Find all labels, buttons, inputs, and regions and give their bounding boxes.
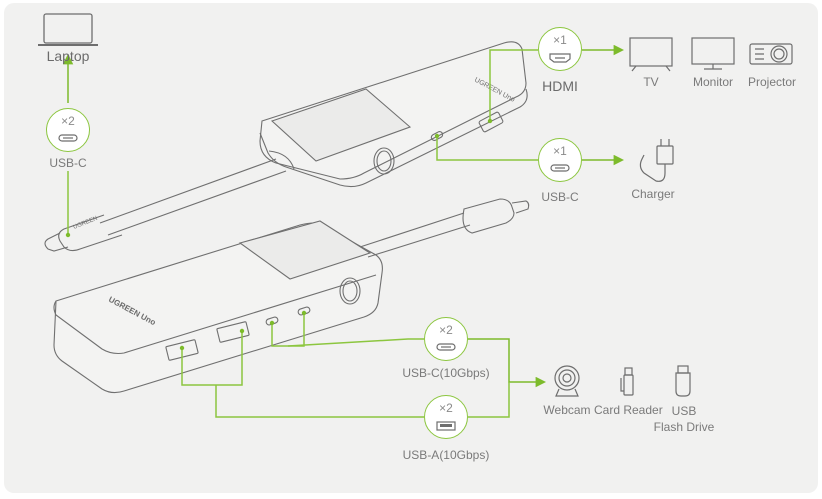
- usb-c-port-icon: [58, 134, 78, 142]
- hdmi-port-icon: [549, 53, 571, 63]
- usb-c-data-badge: ×2: [424, 317, 468, 361]
- diagram-canvas: UGREEN Uno UGREEN UGREEN Uno: [4, 3, 818, 493]
- hdmi-port-count: ×1: [553, 33, 567, 47]
- usb-c-data-port-count: ×2: [439, 323, 453, 337]
- diagram-graphics: UGREEN Uno UGREEN UGREEN Uno: [38, 13, 793, 418]
- hub-top-illustration: UGREEN Uno UGREEN: [44, 41, 528, 252]
- usb-flash-drive-label-line1: USB: [671, 404, 697, 418]
- pd-port-count: ×1: [553, 144, 567, 158]
- usb-a-data-badge: ×2: [424, 395, 468, 439]
- card-reader-icon: [620, 367, 634, 396]
- upstream-port-count: ×2: [61, 114, 75, 128]
- upstream-port-label: USB-C: [49, 156, 87, 170]
- hdmi-badge: ×1: [538, 27, 582, 71]
- usb-flash-drive-label: USB Flash Drive: [652, 403, 716, 435]
- pd-usb-c-badge: ×1: [538, 138, 582, 182]
- projector-icon: [749, 43, 793, 65]
- card-reader-label: Card Reader: [594, 403, 663, 417]
- port-dots: [65, 118, 493, 351]
- monitor-label: Monitor: [692, 75, 733, 89]
- charger-label: Charger: [631, 187, 675, 201]
- laptop-label: Laptop: [46, 48, 90, 64]
- monitor-icon: [691, 37, 735, 70]
- charger-icon: [639, 139, 674, 182]
- usb-a-port-icon: [436, 421, 456, 431]
- usb-flash-drive-icon: [675, 365, 691, 397]
- webcam-label: Webcam: [543, 403, 591, 417]
- projector-label: Projector: [747, 75, 797, 89]
- hub-bottom-illustration: UGREEN Uno: [53, 198, 530, 394]
- usb-c-port-icon: [436, 343, 456, 351]
- connection-lines: [62, 44, 625, 418]
- laptop-icon: [38, 13, 98, 46]
- hdmi-port-label: HDMI: [542, 78, 578, 94]
- tv-label: TV: [643, 75, 659, 89]
- usb-c-port-icon: [550, 164, 570, 172]
- upstream-usb-c-badge: ×2: [46, 108, 90, 152]
- tv-icon: [629, 37, 673, 72]
- cable-brand-left: UGREEN: [73, 216, 99, 231]
- webcam-icon: [554, 365, 580, 397]
- usb-a-data-port-count: ×2: [439, 401, 453, 415]
- pd-port-label: USB-C: [541, 190, 579, 204]
- usb-flash-drive-label-line2: Flash Drive: [653, 420, 715, 434]
- usb-a-data-port-label: USB-A(10Gbps): [402, 448, 490, 462]
- usb-c-data-port-label: USB-C(10Gbps): [402, 366, 490, 380]
